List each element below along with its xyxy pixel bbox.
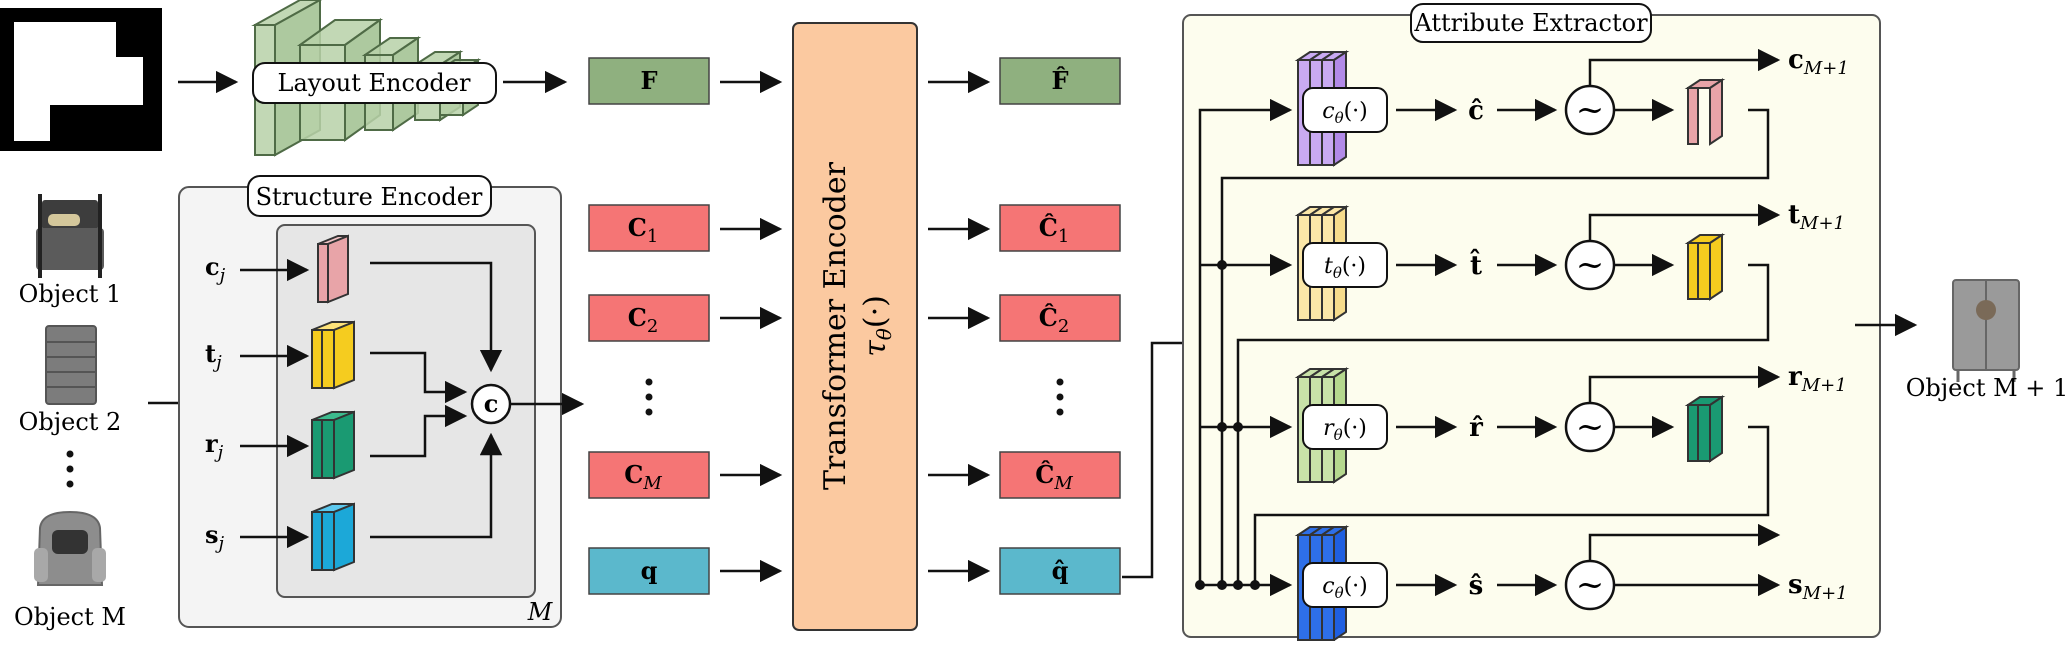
head-s-sampler-symbol: ~ [1576,565,1605,605]
extractor-heads: cθ(·) ĉ ~ cM+1 tθ(·) t̂ ~ tM+1 rθ(·) r̂ ~ rM+1 cθ(·)… [1294,45,1849,642]
head-t-output-label: tM+1 [1788,200,1845,234]
head-t: tθ(·) t̂ ~ tM+1 [1294,200,1845,322]
token-F-hat-label: F̂ [1051,66,1068,95]
transformer-encoder-label: Transformer Encoder [818,161,853,490]
head-r-fn-box [1302,404,1388,450]
token-CM-hat [999,451,1121,499]
head-t-fn-label: tθ(·) [1324,254,1366,282]
token-C2 [588,294,710,342]
token-C1-label: C1 [628,213,659,247]
head-c-fn-label: cθ(·) [1322,99,1368,127]
head-r-output-arrow [1588,365,1781,403]
s-feature-block [311,502,355,572]
structure-repeat-label: M [527,598,554,626]
bus-junction-dots [1195,260,1260,590]
attribute-extractor-panel [1182,14,1881,638]
dresser-icon [45,325,97,405]
input-r-label: rj [205,429,224,463]
object-m-label: Object M [14,603,126,631]
structure-concat-paths [370,261,503,539]
transformer-encoder-block [792,22,918,631]
attribute-extractor-label-box [1410,3,1652,43]
head-r-mini-block [1684,395,1726,463]
token-C2-hat-label: Ĉ2 [1039,303,1070,337]
arrows-into-transformer [720,70,783,583]
token-hat-dots [1056,378,1064,416]
head-s: cθ(·) ŝ ~ sM+1 [1294,523,1848,642]
r-feature-block [311,410,355,480]
head-t-hat-label: t̂ [1469,248,1482,281]
armchair-icon [34,510,106,586]
bed-icon [36,194,104,278]
t-feature-block [311,320,355,390]
object-2-label: Object 2 [19,408,122,436]
head-s-output-label: sM+1 [1788,570,1848,604]
structure-encoder-label-box [247,175,492,217]
token-C2-hat [999,294,1121,342]
head-c-hat-label: ĉ [1468,96,1484,126]
head-r-output-label: rM+1 [1788,362,1847,396]
layout-encoder-label: Layout Encoder [278,69,471,97]
head-t-fn-box [1302,242,1388,288]
token-q [588,547,710,595]
object-m-plus-1-label: Object M + 1 [1906,374,2069,402]
token-dots [645,378,653,416]
head-c-output-label: cM+1 [1788,45,1849,79]
transformer-encoder-symbol: τθ(·) [858,295,896,357]
layout-encoder-label-box [252,62,497,104]
token-C2-label: C2 [628,303,659,337]
token-F-label: F [640,66,657,95]
head-c-sampler-symbol: ~ [1576,90,1605,130]
token-CM-label: CM [624,460,662,494]
token-CM [588,451,710,499]
head-c-output-arrow [1588,48,1781,86]
c-feature-block [317,234,349,304]
token-C1-hat-label: Ĉ1 [1039,213,1070,247]
head-r-sampler-symbol: ~ [1576,407,1605,447]
head-t-mini-layer [1687,242,1699,300]
head-s-fn-box [1302,562,1388,608]
head-c-mini-layer [1687,87,1699,145]
token-q-hat [999,547,1121,595]
head-t-mini-layer [1697,242,1711,300]
q-hat-to-extractor-line [1122,341,1200,579]
object-1-label: Object 1 [19,280,122,308]
head-t-mini-side [1709,233,1723,301]
head-t-sampler-symbol: ~ [1576,245,1605,285]
input-t-label: tj [205,339,222,373]
token-q-label: q [641,556,658,585]
cabinet-icon [1952,279,2020,382]
concat-symbol: c [484,389,499,418]
token-F [588,57,710,105]
token-CM-hat-label: ĈM [1035,460,1073,494]
head-c-mini-side [1709,78,1723,146]
token-C1 [588,204,710,252]
head-c-mini-block [1684,78,1726,146]
vertical-dots-icon [66,450,74,488]
head-s-output-arrow [1588,523,1781,561]
head-s-hat-label: ŝ [1469,571,1484,601]
head-r-mini-layer [1697,404,1711,462]
head-r-hat-label: r̂ [1469,413,1483,443]
head-t-mini-block [1684,233,1726,301]
head-t-output-arrow [1588,203,1781,241]
head-r-fn-label: rθ(·) [1323,416,1367,444]
attribute-extractor-label: Attribute Extractor [1413,9,1648,37]
input-c-label: cj [205,252,226,286]
arrows-out-of-transformer [928,70,991,583]
input-s-label: sj [205,520,225,554]
structure-encoder-label: Structure Encoder [256,183,483,211]
head-r: rθ(·) r̂ ~ rM+1 [1294,362,1847,484]
token-q-hat-label: q̂ [1052,556,1069,585]
head-r-mini-side [1709,395,1723,463]
token-C1-hat [999,204,1121,252]
head-r-mini-layer [1687,404,1699,462]
head-c: cθ(·) ĉ ~ cM+1 [1294,45,1849,167]
head-s-fn-label: cθ(·) [1322,574,1368,602]
token-F-hat [999,57,1121,105]
layout-mask-image [0,8,162,151]
head-c-fn-box [1302,87,1388,133]
